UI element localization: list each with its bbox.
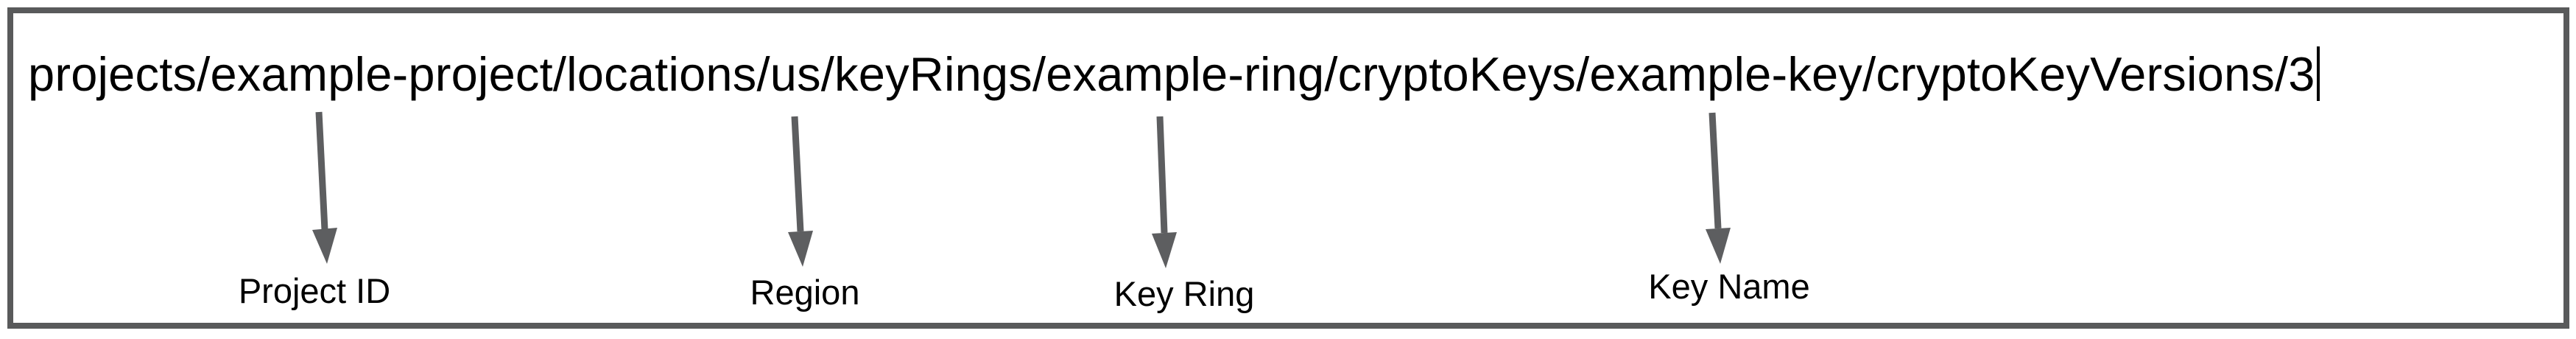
label-key-ring: Key Ring <box>1113 274 1255 313</box>
label-region: Region <box>750 273 860 312</box>
resource-path-field[interactable]: projects/example-project/locations/us/ke… <box>28 46 2320 101</box>
diagram-frame <box>7 7 2569 329</box>
resource-path-text: projects/example-project/locations/us/ke… <box>28 47 2315 101</box>
label-project-id: Project ID <box>238 271 391 310</box>
label-key-name: Key Name <box>1648 267 1810 306</box>
text-caret <box>2316 46 2320 101</box>
